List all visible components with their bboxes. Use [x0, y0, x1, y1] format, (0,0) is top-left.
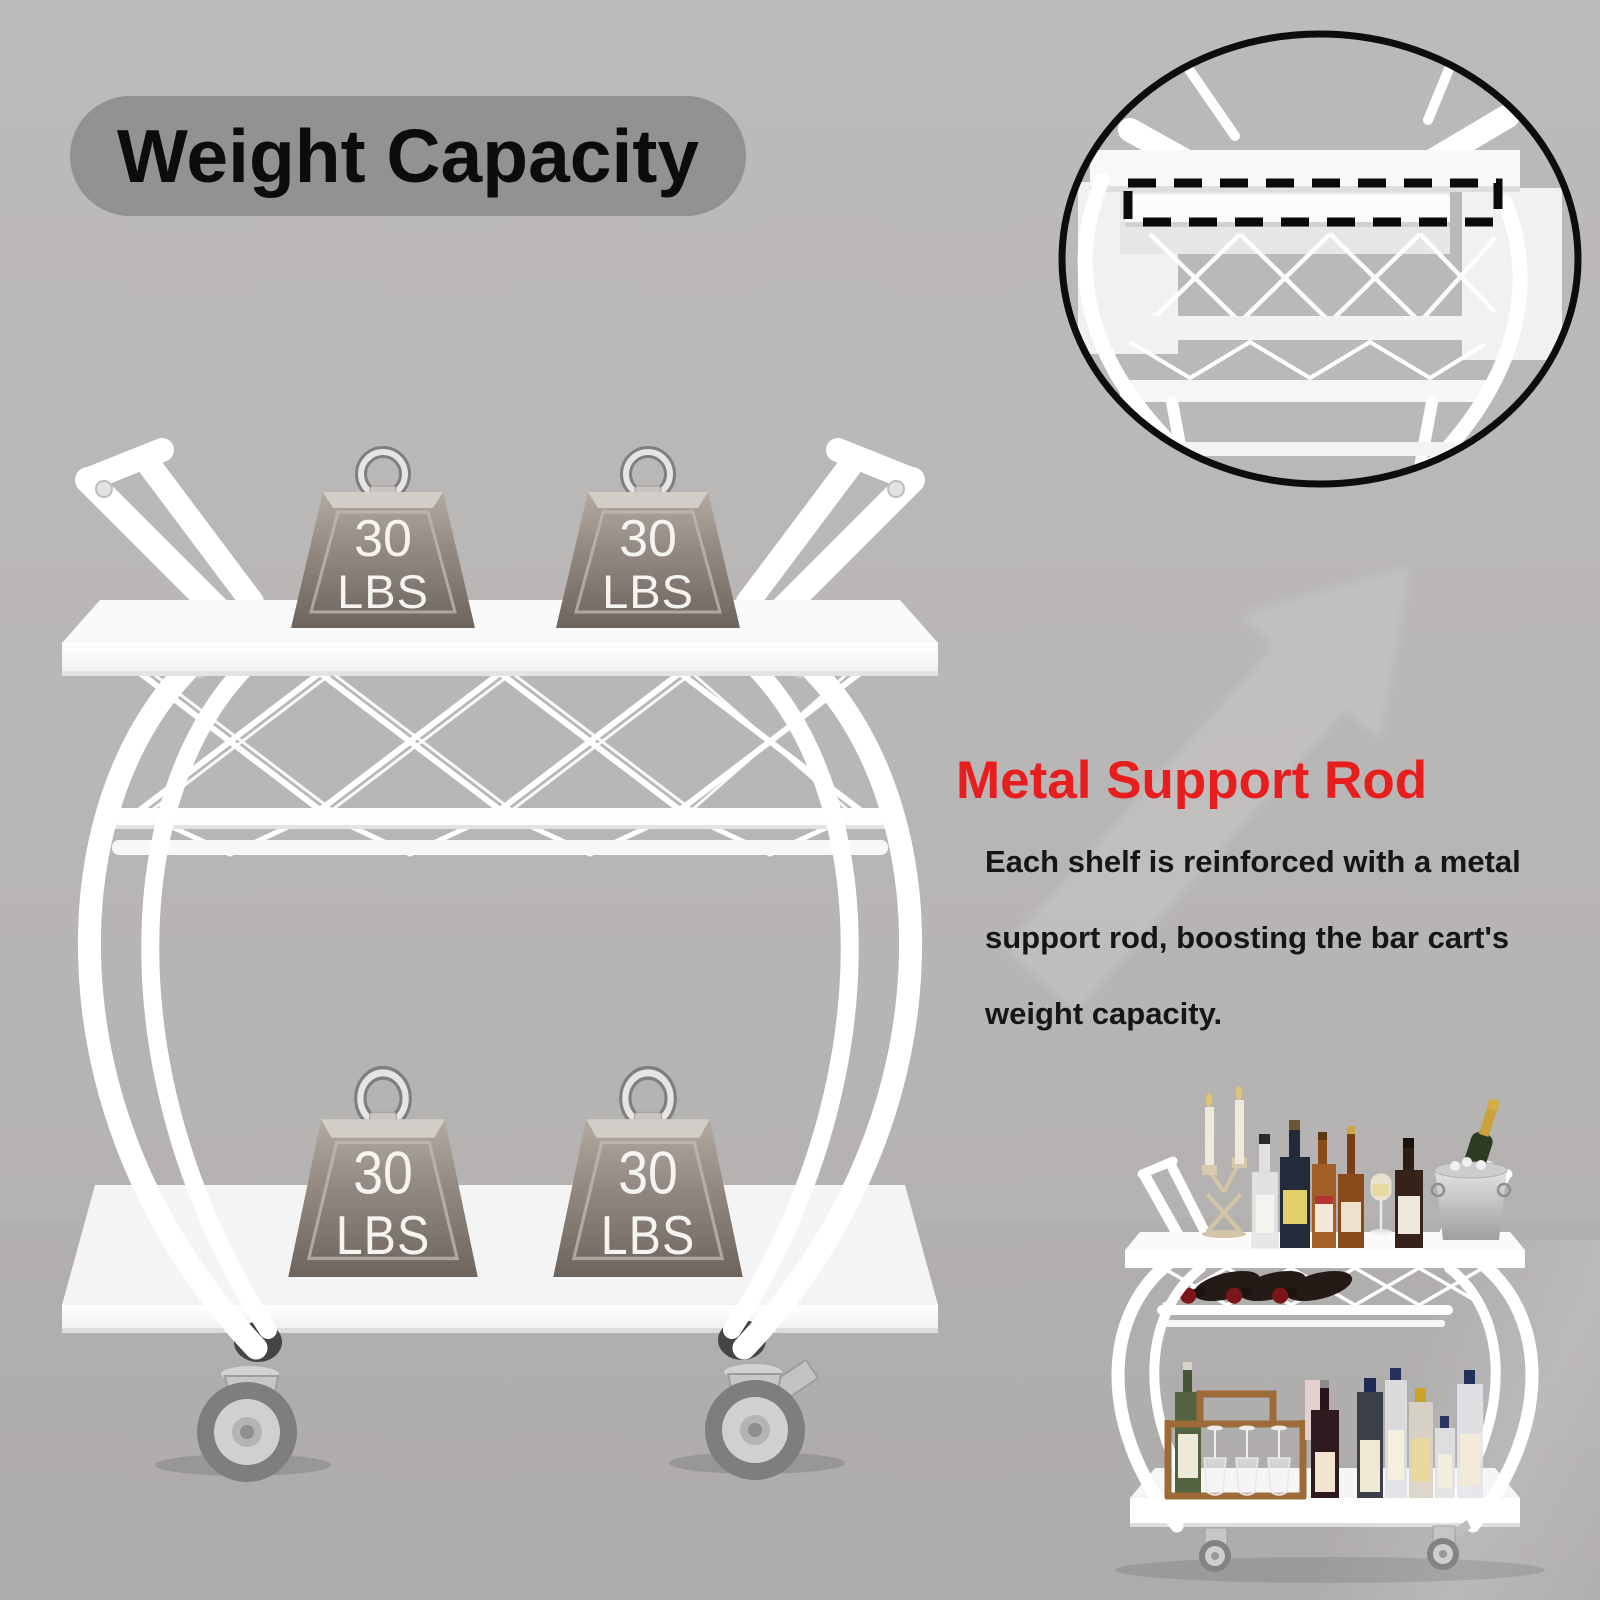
c-frame-arcs	[78, 650, 922, 1360]
candelabra	[1202, 1086, 1247, 1238]
inset-circle-border	[1058, 30, 1582, 488]
photo-cart-shadow	[1115, 1557, 1545, 1583]
handle-bolt-right	[887, 480, 905, 498]
liquor-bottles	[1251, 1120, 1423, 1249]
photo-lower-rod	[1165, 1320, 1445, 1327]
green-bottle-cap	[1183, 1362, 1192, 1370]
photo-top-shelf-items	[1202, 1086, 1512, 1249]
feature-description: Each shelf is reinforced with a metal su…	[985, 824, 1600, 1052]
metal-support-rods	[98, 808, 902, 855]
green-bottle-label	[1178, 1434, 1198, 1478]
feature-line-3: weight capacity.	[985, 996, 1223, 1031]
clear-spirit-bottles	[1357, 1368, 1483, 1498]
green-bottle-neck	[1183, 1368, 1192, 1394]
handle-bolt-left	[95, 480, 113, 498]
zoom-inset	[1058, 30, 1582, 488]
callout-arrow	[1004, 566, 1410, 1012]
photo-rack-wine-bottles	[1180, 1270, 1353, 1304]
ice-bucket	[1430, 1098, 1512, 1240]
product-photo	[1111, 1086, 1545, 1583]
photo-casters	[1199, 1520, 1471, 1572]
red-wine-cap	[1320, 1380, 1329, 1388]
photo-bottom-shelf-face	[1130, 1498, 1520, 1526]
bar-cart-illustration: 30 LBS	[62, 438, 938, 1482]
photo-bottom-shelf-items	[1164, 1362, 1483, 1500]
photo-support-rod	[1157, 1305, 1453, 1315]
weight-top-right	[556, 452, 740, 628]
red-wine-neck	[1320, 1386, 1329, 1410]
wine-rack-lattice	[137, 670, 863, 813]
weight-bottom-left	[288, 1073, 478, 1277]
weight-bottom-right	[553, 1073, 743, 1277]
feature-line-1: Each shelf is reinforced with a metal	[985, 844, 1521, 879]
feature-line-2: support rod, boosting the bar cart's	[985, 920, 1510, 955]
wooden-glass-rack	[1164, 1390, 1307, 1500]
red-wine-label	[1315, 1452, 1335, 1492]
hanging-stemware	[1203, 1425, 1291, 1496]
page-title: Weight Capacity	[116, 114, 700, 198]
title-pill: Weight Capacity	[70, 96, 746, 216]
caster-front-right-with-brake	[705, 1358, 820, 1480]
caster-front-left	[197, 1364, 297, 1482]
support-rod-highlight	[1123, 178, 1503, 227]
photo-top-shelf-face	[1125, 1250, 1525, 1268]
weight-top-left	[291, 452, 475, 628]
photo-shelf-edge-shadow	[1130, 1523, 1520, 1527]
feature-title: Metal Support Rod	[956, 750, 1428, 810]
support-rod	[1125, 194, 1450, 224]
top-shelf	[62, 600, 938, 676]
